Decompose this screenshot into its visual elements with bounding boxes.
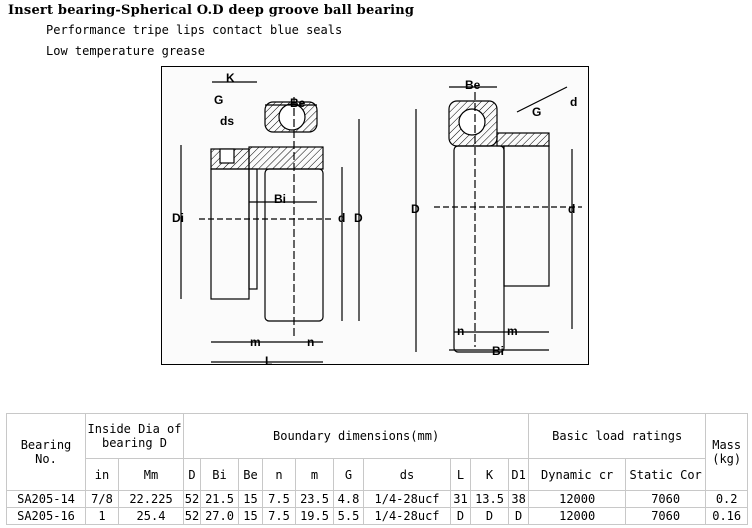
header-D: D [183,458,202,491]
header-Be: Be [238,458,264,491]
side-view-left [180,81,360,363]
table-cell: 23.5 [295,490,335,508]
label-m: m [250,335,261,349]
table-cell: 1/4-28ucf [363,490,452,508]
page-title: Insert bearing-Spherical O.D deep groove… [8,3,415,18]
header-n: n [262,458,297,491]
label-D: D [354,211,363,225]
label-Bi-right: Bi [492,344,504,358]
label-Di: Di [172,211,184,225]
table-cell: 19.5 [295,507,335,525]
table-cell: 7/8 [85,490,119,508]
label-G-right: G [532,105,541,119]
bearing-spec-table: Bearing No. Inside Dia of bearing D Boun… [6,413,749,525]
table-cell: 13.5 [470,490,510,508]
table-cell: 38 [508,490,530,508]
label-D-right: D [411,202,420,216]
label-d: d [338,211,345,225]
table-cell: 52 [183,490,202,508]
bearing-technical-drawing: K G ds Be Bi Di d D m n L Be G d D d n m… [161,66,589,368]
header-mass: Mass (kg) [705,413,749,491]
table-cell: 27.0 [200,507,240,525]
table-cell: 0.2 [705,490,749,508]
label-Bi: Bi [274,192,286,206]
label-Be-right: Be [465,78,481,92]
table-cell: 5.5 [333,507,365,525]
header-in: in [85,458,119,491]
header-dynamic: Dynamic cr [528,458,627,491]
table-cell: 4.8 [333,490,365,508]
table-cell: 1 [85,507,119,525]
table-cell: 22.225 [117,490,185,508]
table-cell: 15 [238,507,264,525]
header-Bi: Bi [200,458,240,491]
header-L: L [450,458,472,491]
table-cell: D [470,507,510,525]
side-view-right [415,86,582,353]
label-ds: ds [220,114,234,128]
table-cell: 0.16 [705,507,749,525]
table-cell: SA205-16 [6,507,86,525]
table-cell: 7.5 [262,507,297,525]
table-cell: 21.5 [200,490,240,508]
table-cell: 7.5 [262,490,297,508]
table-cell: D [450,507,472,525]
table-cell: 12000 [528,507,627,525]
header-D1: D1 [508,458,530,491]
table-cell: SA205-14 [6,490,86,508]
label-K: K [226,71,235,85]
label-L: L [265,354,272,364]
table-cell: 25.4 [117,507,185,525]
feature-grease: Low temperature grease [46,44,205,58]
header-load-ratings: Basic load ratings [528,413,707,459]
header-inside-dia: Inside Dia of bearing D [84,413,185,459]
header-K: K [470,458,510,491]
feature-seals: Performance tripe lips contact blue seal… [46,23,343,37]
table-cell: 31 [450,490,472,508]
header-ds: ds [363,458,452,491]
table-cell: D [508,507,530,525]
label-n: n [307,335,314,349]
header-boundary: Boundary dimensions(mm) [183,413,530,459]
table-cell: 7060 [625,507,707,525]
label-d-right: d [568,202,575,216]
header-static: Static Cor [625,458,707,491]
label-G: G [214,93,223,107]
table-cell: 7060 [625,490,707,508]
table-cell: 15 [238,490,264,508]
header-mm: Mm [117,458,185,491]
table-cell: 12000 [528,490,627,508]
label-m-right: m [507,324,518,338]
label-Be: Be [290,96,306,110]
label-ds-right: d [570,95,577,109]
header-m: m [295,458,335,491]
header-G: G [333,458,365,491]
table-cell: 52 [183,507,202,525]
table-cell: 1/4-28ucf [363,507,452,525]
label-n-right: n [457,324,464,338]
header-bearing-no: Bearing No. [6,413,86,491]
